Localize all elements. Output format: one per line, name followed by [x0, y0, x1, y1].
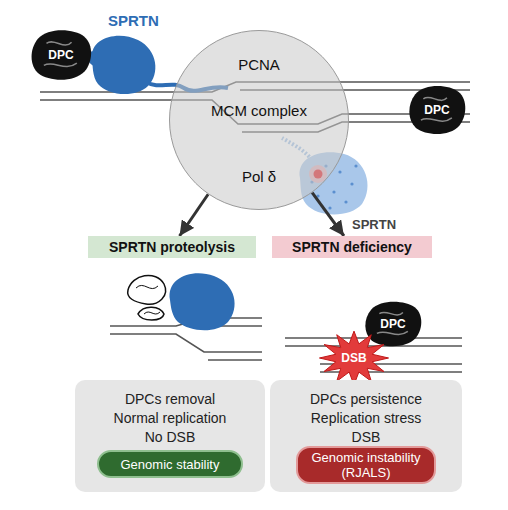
protein-label: SPRTN — [108, 12, 159, 29]
outcome-item: DSB — [270, 428, 462, 447]
outcome-panel: DPCs removalNormal replicationNo DSB Geno… — [75, 380, 265, 492]
outcome-item: No DSB — [75, 428, 265, 447]
flow-arrow — [180, 194, 209, 236]
outcome-item: DPCs removal — [75, 390, 265, 409]
component-label: MCM complex — [170, 102, 348, 119]
outcome-item: DPCs persistence — [270, 390, 462, 409]
outcome-item: Normal replication — [75, 409, 265, 428]
outcome-panel: DPCs persistenceReplication stressDSB Gen… — [270, 380, 462, 492]
outcome-header: SPRTN deficiency — [272, 236, 432, 258]
dpc-blob: DPC — [406, 82, 468, 138]
shape-label: DSB — [341, 351, 366, 365]
result-pill: Genomic stability — [97, 450, 243, 478]
replisome-circle: PCNA MCM complexPol δ — [169, 30, 349, 210]
outcome-item: Replication stress — [270, 409, 462, 428]
dpc-blob: DPC — [362, 298, 424, 350]
component-label: PCNA — [170, 56, 348, 73]
result-text: Genomic instability (RJALS) — [304, 450, 428, 480]
sprtn-cleavage — [128, 273, 235, 330]
component-label: Pol δ — [170, 168, 348, 185]
dpc-blob: DPC — [28, 26, 94, 84]
flow-arrow — [312, 193, 344, 236]
shape-label: DPC — [424, 103, 449, 117]
header-text: SPRTN deficiency — [292, 239, 412, 255]
dsb-star: DSB — [318, 330, 390, 386]
protein-label: SPRTN — [352, 217, 396, 232]
shape-label: DPC — [380, 317, 405, 331]
shape-label: DPC — [48, 48, 73, 62]
result-text: Genomic stability — [121, 457, 220, 472]
outcome-header: SPRTN proteolysis — [88, 236, 256, 258]
header-text: SPRTN proteolysis — [109, 239, 235, 255]
result-pill: Genomic instability (RJALS) — [296, 446, 436, 484]
